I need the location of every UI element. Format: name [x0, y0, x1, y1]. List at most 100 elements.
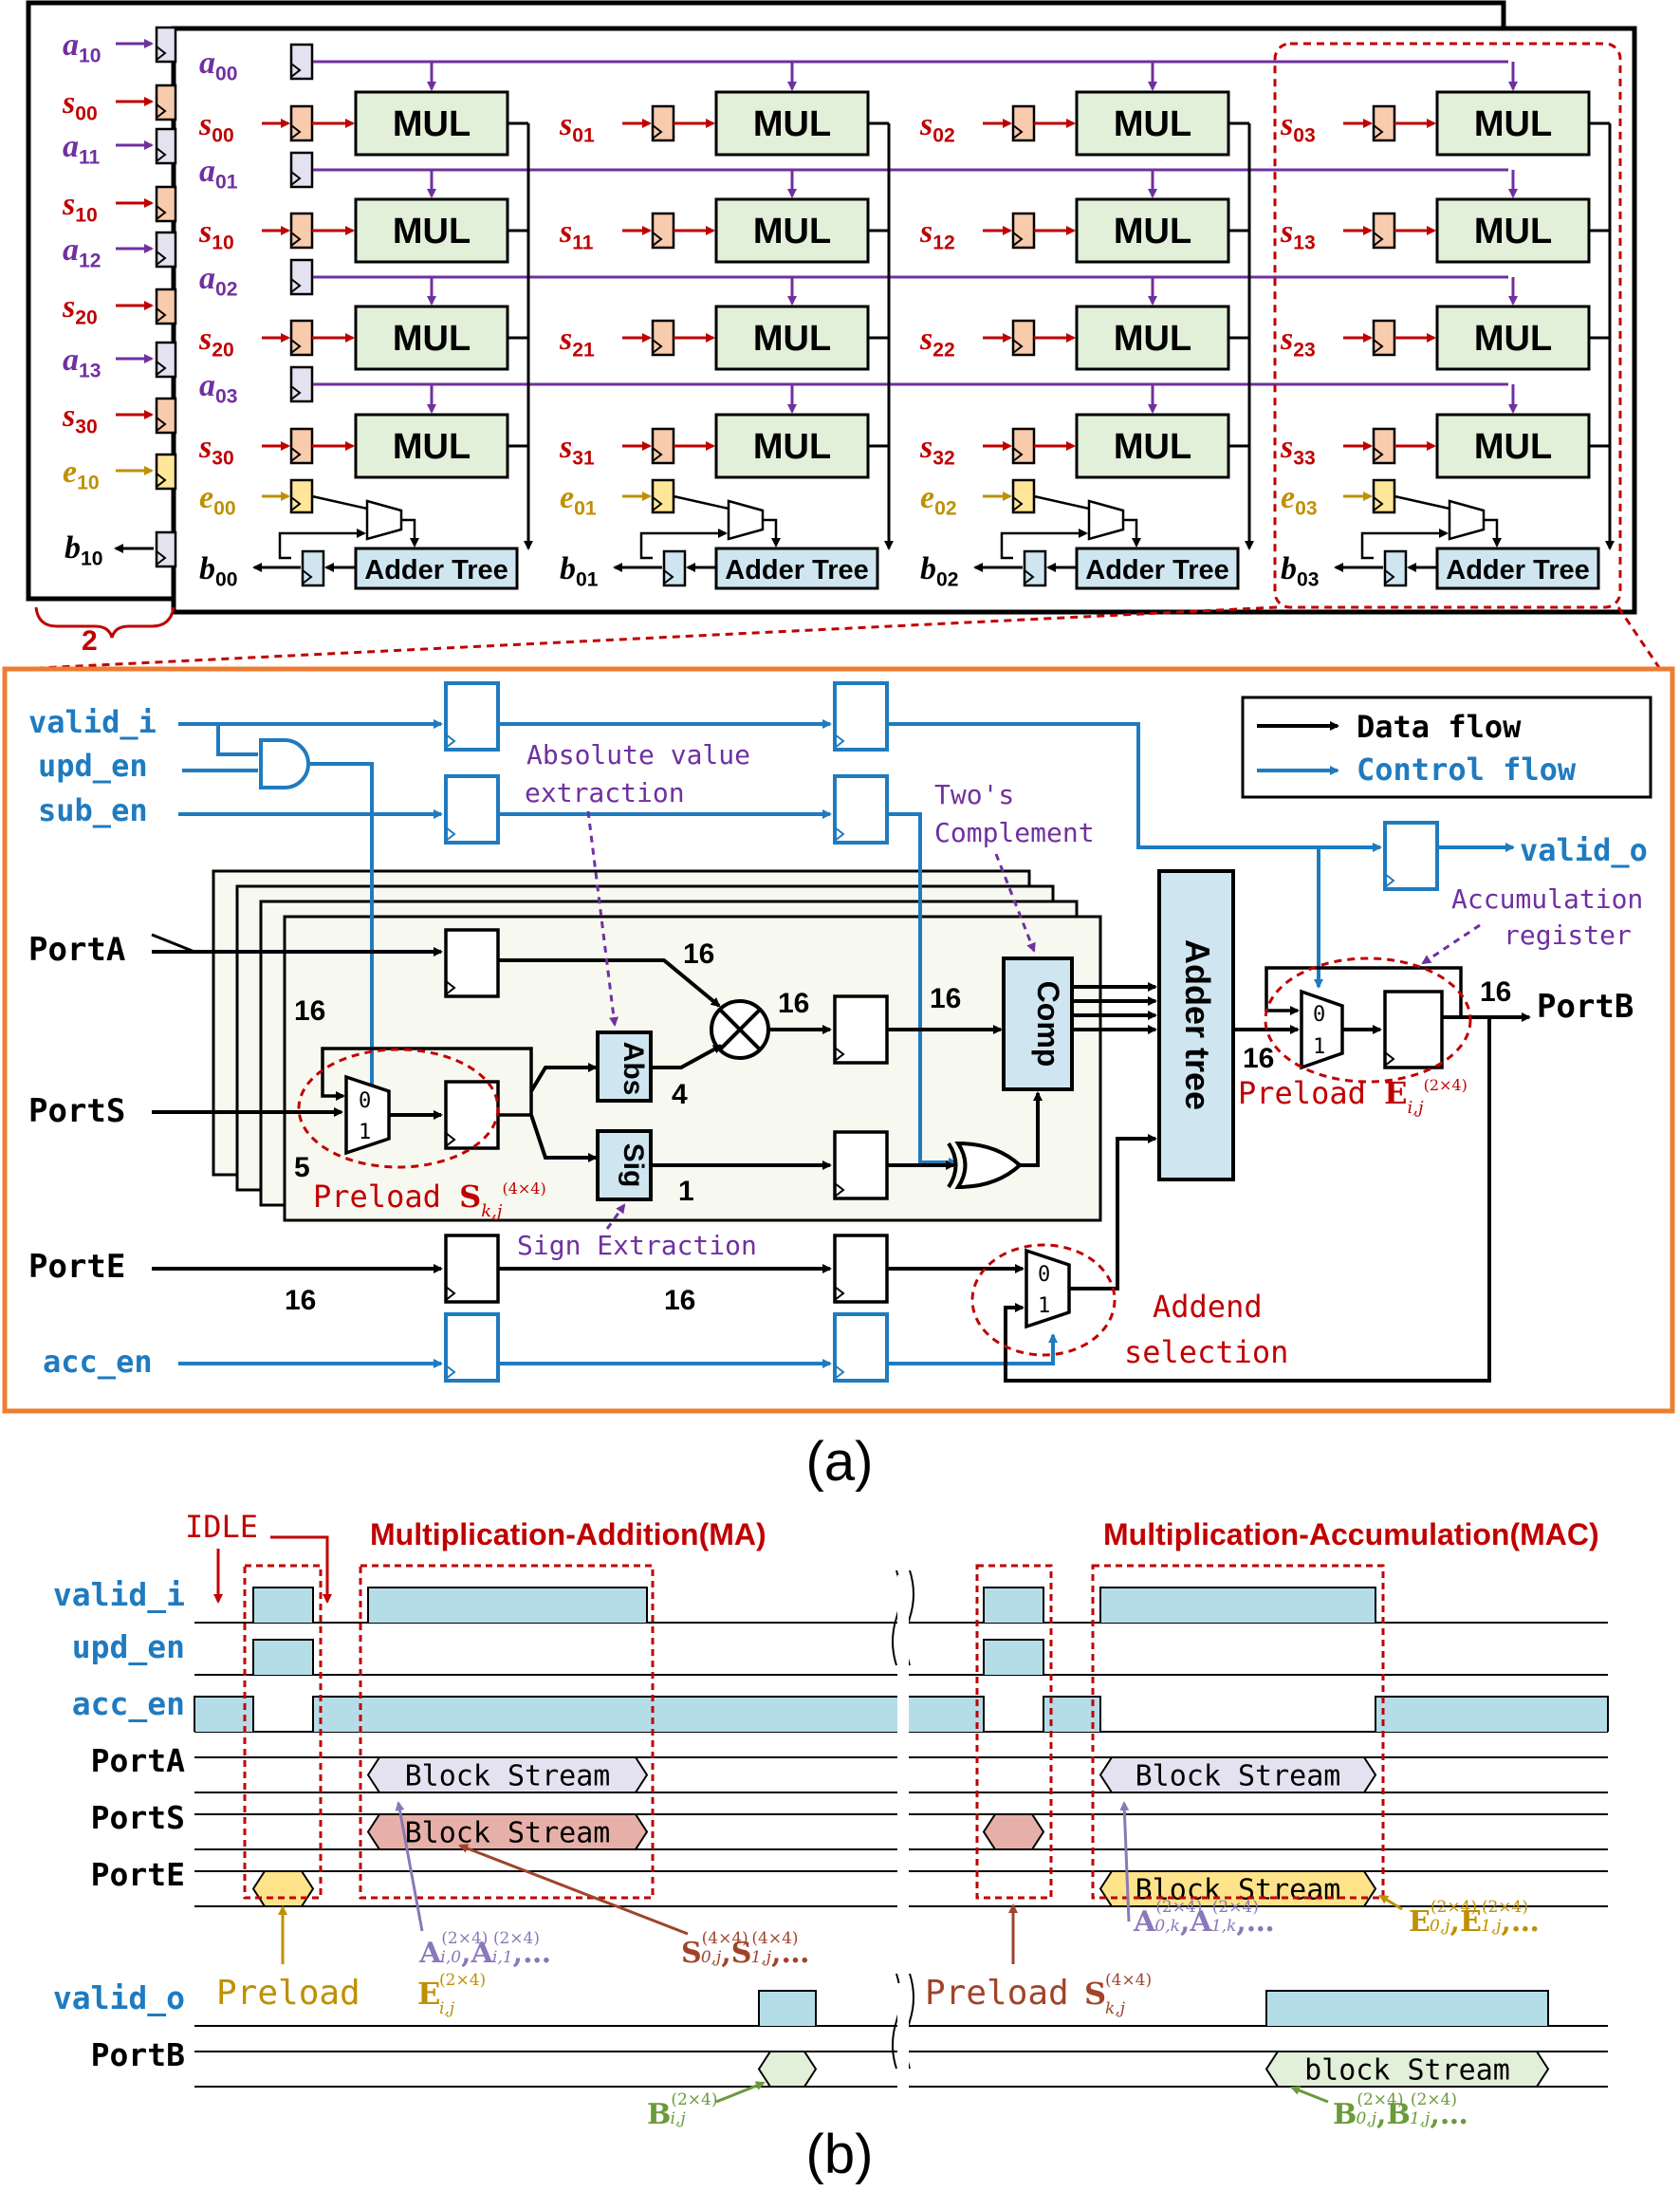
bus-segment: [1265, 2051, 1550, 2088]
sub-en-xor-wire: [887, 812, 958, 1167]
back-register: [155, 231, 177, 269]
valid-i-label: valid_i: [28, 704, 157, 740]
mux1-label: 1: [359, 1121, 371, 1144]
back-input-s-label: s00: [62, 85, 98, 124]
s-label: s21: [559, 322, 595, 361]
adder-tree-block: [1435, 547, 1600, 590]
s-label: s10: [198, 214, 234, 253]
bus-segment-label: Block Stream: [405, 1817, 611, 1850]
ma-phase-box: [359, 1564, 655, 1900]
s-label: s33: [1280, 430, 1316, 469]
legend-box: [1241, 696, 1652, 799]
bus-segment: [982, 1813, 1045, 1850]
s-label: s22: [919, 322, 955, 361]
back-input-a-label: a12: [63, 232, 101, 271]
signal-high: [253, 1640, 313, 1675]
timing-label-valid_i: valid_i: [53, 1576, 185, 1613]
bus-segment: [757, 2051, 818, 2088]
a-row-label: a02: [199, 261, 237, 300]
depth-label: 2: [82, 625, 98, 657]
signal-high: [1043, 1697, 1100, 1732]
signal-edge: [983, 1587, 1044, 1623]
legend-data-label: Data flow: [1357, 709, 1522, 745]
clock-icon: [834, 1047, 845, 1062]
clock-icon: [1012, 447, 1024, 462]
adder-tree-block: [714, 547, 879, 590]
clock-icon: [445, 1365, 456, 1380]
comp-block: [1002, 956, 1074, 1091]
bus-segment: [1098, 1756, 1377, 1793]
upd-en-ctrl-wire: [308, 762, 377, 1103]
control-register: [444, 774, 500, 845]
accum-highlight: [1264, 956, 1472, 1084]
width-a-16: 16: [683, 938, 714, 970]
idle-arrow-2: [270, 1535, 332, 1604]
clock-icon: [1012, 339, 1024, 354]
adder-tree-label: Adder Tree: [364, 555, 508, 585]
acc-feedback-wire: [1265, 966, 1463, 1017]
port-e-label: PortE: [28, 1248, 125, 1286]
width-comp-16: 16: [930, 983, 961, 1014]
timing-e-arrow: [1378, 1894, 1403, 1911]
feedback-wire: [1360, 529, 1449, 560]
back-register: [155, 26, 177, 64]
timing-preload-s: Preload: [925, 1974, 1069, 2013]
clock-icon: [1384, 569, 1395, 585]
zoom-line-left: [18, 605, 1278, 671]
adder-tree-block: [1157, 869, 1235, 1181]
preload-e-label: Preload Ei,j(2×4): [1238, 1075, 1468, 1118]
mac-phase-box: [1091, 1564, 1385, 1900]
clock-icon: [290, 232, 302, 247]
timing-b-arrow: [715, 2081, 766, 2104]
comp-label: Comp: [1031, 981, 1065, 1068]
mul-label: MUL: [1474, 319, 1552, 359]
s-label: s31: [559, 430, 595, 469]
mul-block: [1435, 413, 1591, 479]
signal-high: [1266, 1991, 1548, 2026]
mul-label: MUL: [1474, 104, 1552, 144]
width-adder-16: 16: [1243, 1043, 1274, 1074]
signal-edge: [758, 1990, 817, 2026]
bus-segment-label: Block Stream: [1135, 1760, 1341, 1793]
clock-icon: [290, 447, 302, 462]
accumulation-register: [1383, 990, 1444, 1069]
timing-preload-s-math: S: [1084, 1976, 1106, 2012]
control-register: [444, 1312, 500, 1383]
width-porta-16: 16: [294, 995, 325, 1027]
signal-edge: [1099, 1587, 1376, 1623]
a-row-label: a01: [199, 154, 238, 193]
back-register: [155, 127, 177, 165]
s-label: s02: [919, 107, 955, 146]
back-register: [155, 341, 177, 379]
timing-preload-e-sub: i,j: [439, 1999, 455, 2018]
acc-en-label: acc_en: [43, 1344, 153, 1380]
mux1-label: 1: [1313, 1035, 1325, 1059]
clock-icon: [156, 361, 167, 376]
mul-label: MUL: [1114, 212, 1191, 251]
mul-block: [354, 197, 509, 264]
timing-label-upd_en: upd_en: [72, 1628, 185, 1665]
a-register: [289, 151, 314, 189]
b-register: [301, 549, 325, 587]
port-a-register: [444, 928, 500, 998]
timing-a-blocks: A(2×4)i,0,A(2×4)i,1,…: [418, 1929, 551, 1970]
annotation-twos: Two's: [934, 779, 1014, 810]
width-mul-16: 16: [778, 988, 809, 1019]
mul-block: [1075, 305, 1230, 371]
addend-mux: [1025, 1248, 1071, 1329]
s-label: s01: [559, 107, 595, 146]
clock-icon: [1373, 447, 1384, 462]
timing-preload-e: Preload: [216, 1974, 360, 2013]
timing-preload-s-sub: k,j: [1105, 1999, 1126, 2018]
mux0-label: 0: [1313, 1003, 1325, 1027]
signal-high: [759, 1991, 816, 2026]
mux1-label: 1: [1038, 1294, 1050, 1318]
e-label: e02: [920, 480, 957, 519]
clock-icon: [156, 46, 167, 61]
bus-segment: [366, 1756, 649, 1793]
port-a-bus: [151, 933, 195, 954]
clock-icon: [156, 103, 167, 119]
clock-icon: [290, 124, 302, 139]
back-input-s-label: s20: [62, 289, 98, 328]
